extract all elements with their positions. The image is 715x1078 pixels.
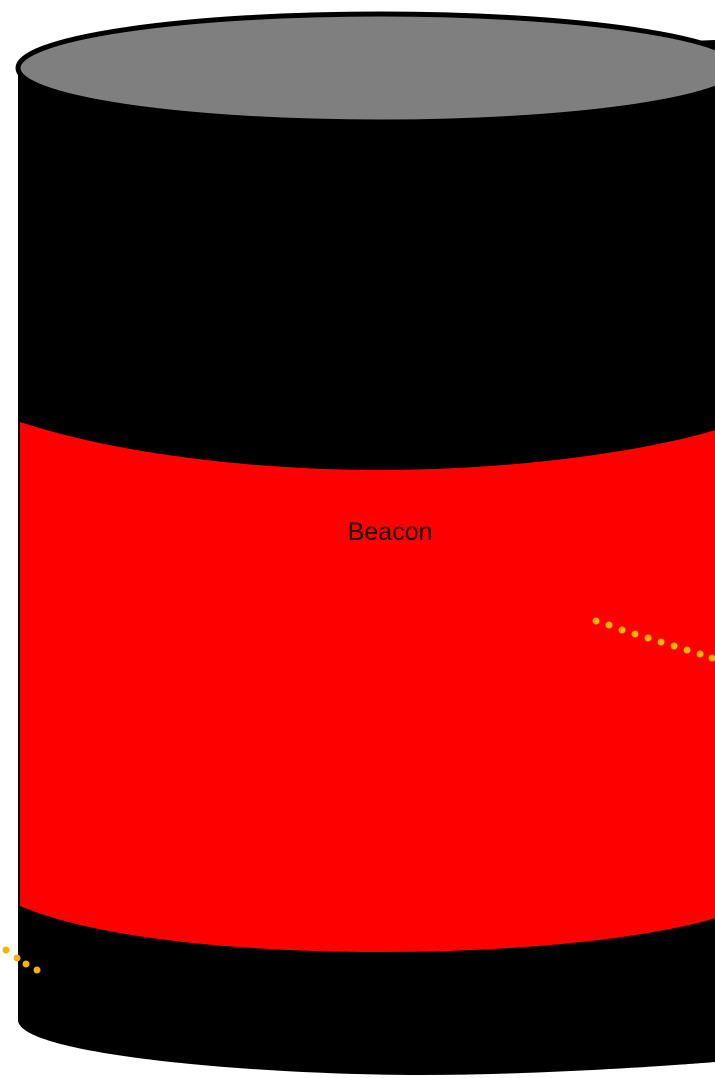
dotted-connector-left xyxy=(2,946,41,974)
red-band xyxy=(20,422,715,952)
dotted-connector-right xyxy=(592,617,715,662)
beacon-label: Beacon xyxy=(347,518,433,546)
top-cap xyxy=(15,11,715,125)
